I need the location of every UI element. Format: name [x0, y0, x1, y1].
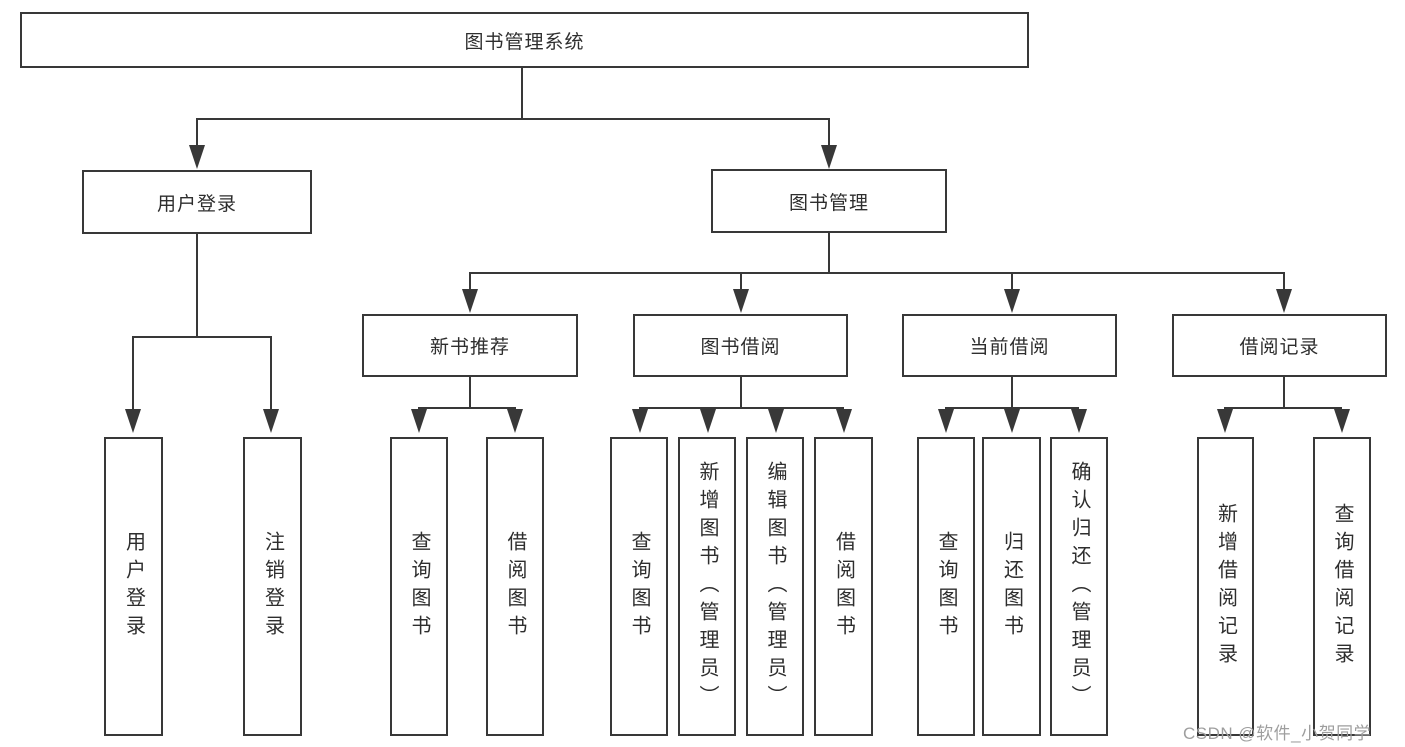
connector-records-stem [1283, 377, 1285, 408]
leaf-return-book: 归还图书 [982, 437, 1041, 736]
connector-to-book-borrow [740, 272, 742, 290]
connector-to-leaf-user-login [132, 336, 134, 409]
connector-borrow-stem [740, 377, 742, 408]
node-label: 当前借阅 [969, 337, 1050, 358]
connector-to-borrow-records [1283, 272, 1285, 290]
connector-user-login-hbar [132, 336, 272, 338]
connector-to-new-book-recommend [469, 272, 471, 290]
node-label: 查询图书 [935, 530, 957, 643]
leaf-query-books-recommend: 查询图书 [390, 437, 448, 736]
arrowhead-down-icon [632, 409, 648, 433]
arrowhead-down-icon [411, 409, 427, 433]
node-borrow-records: 借阅记录 [1172, 314, 1387, 377]
leaf-user-login: 用户登录 [104, 437, 163, 736]
node-label: 新书推荐 [429, 337, 510, 358]
csdn-watermark: CSDN @软件_小贺同学 [1183, 724, 1372, 743]
arrowhead-down-icon [1217, 409, 1233, 433]
node-label: 图书管理 [788, 192, 869, 214]
node-label: 借阅记录 [1239, 337, 1320, 358]
leaf-query-books-borrow: 查询图书 [610, 437, 668, 736]
arrowhead-down-icon [1004, 289, 1020, 313]
connector-records-hbar [1224, 407, 1342, 409]
connector-to-leaf-logout [270, 336, 272, 409]
node-label: 查询借阅记录 [1331, 502, 1353, 671]
node-current-borrow: 当前借阅 [902, 314, 1117, 377]
node-label: 查询图书 [628, 530, 650, 643]
node-label: 新增图书（管理员） [696, 460, 718, 713]
node-label: 借阅图书 [504, 530, 526, 643]
connector-user-login-stem [196, 234, 198, 336]
connector-book-mgmt-hbar [469, 272, 1285, 274]
leaf-borrow-books-borrow: 借阅图书 [814, 437, 873, 736]
connector-current-stem [1011, 377, 1013, 408]
leaf-add-book-admin: 新增图书（管理员） [678, 437, 736, 736]
arrowhead-down-icon [189, 145, 205, 169]
arrowhead-down-icon [507, 409, 523, 433]
leaf-query-borrow-record: 查询借阅记录 [1313, 437, 1371, 736]
node-label: 查询图书 [408, 530, 430, 643]
leaf-borrow-books-recommend: 借阅图书 [486, 437, 544, 736]
leaf-query-books-current: 查询图书 [917, 437, 975, 736]
arrowhead-down-icon [1334, 409, 1350, 433]
arrowhead-down-icon [462, 289, 478, 313]
arrowhead-down-icon [733, 289, 749, 313]
arrowhead-down-icon [1004, 409, 1020, 433]
node-user-login: 用户登录 [82, 170, 312, 234]
arrowhead-down-icon [263, 409, 279, 433]
leaf-confirm-return-admin: 确认归还（管理员） [1050, 437, 1108, 736]
connector-root-hbar [196, 118, 830, 120]
leaf-logout: 注销登录 [243, 437, 302, 736]
arrowhead-down-icon [125, 409, 141, 433]
node-label: 图书借阅 [700, 337, 781, 358]
connector-borrow-hbar [639, 407, 844, 409]
node-label: 新增借阅记录 [1214, 502, 1237, 671]
connector-current-hbar [945, 407, 1079, 409]
node-label: 用户登录 [156, 193, 237, 215]
arrowhead-down-icon [821, 145, 837, 169]
connector-to-book-management [828, 118, 830, 146]
node-label: 借阅图书 [832, 530, 855, 643]
connector-recommend-hbar [418, 407, 516, 409]
node-label: 图书管理系统 [464, 31, 585, 53]
node-library-management-system: 图书管理系统 [20, 12, 1029, 68]
leaf-edit-book-admin: 编辑图书（管理员） [746, 437, 804, 736]
node-new-book-recommend: 新书推荐 [362, 314, 578, 377]
arrowhead-down-icon [1071, 409, 1087, 433]
leaf-add-borrow-record: 新增借阅记录 [1197, 437, 1254, 736]
node-label: 归还图书 [1000, 530, 1023, 643]
connector-recommend-stem [469, 377, 471, 408]
arrowhead-down-icon [700, 409, 716, 433]
connector-book-mgmt-stem [828, 233, 830, 272]
arrowhead-down-icon [836, 409, 852, 433]
arrowhead-down-icon [768, 409, 784, 433]
connector-to-user-login [196, 118, 198, 146]
connector-root-stem [521, 68, 523, 118]
arrowhead-down-icon [1276, 289, 1292, 313]
node-label: 确认归还（管理员） [1068, 460, 1090, 713]
connector-to-current-borrow [1011, 272, 1013, 290]
node-label: 编辑图书（管理员） [764, 460, 786, 713]
node-book-management: 图书管理 [711, 169, 947, 233]
node-label: 用户登录 [122, 530, 145, 643]
node-book-borrow: 图书借阅 [633, 314, 848, 377]
arrowhead-down-icon [938, 409, 954, 433]
node-label: 注销登录 [261, 530, 284, 643]
